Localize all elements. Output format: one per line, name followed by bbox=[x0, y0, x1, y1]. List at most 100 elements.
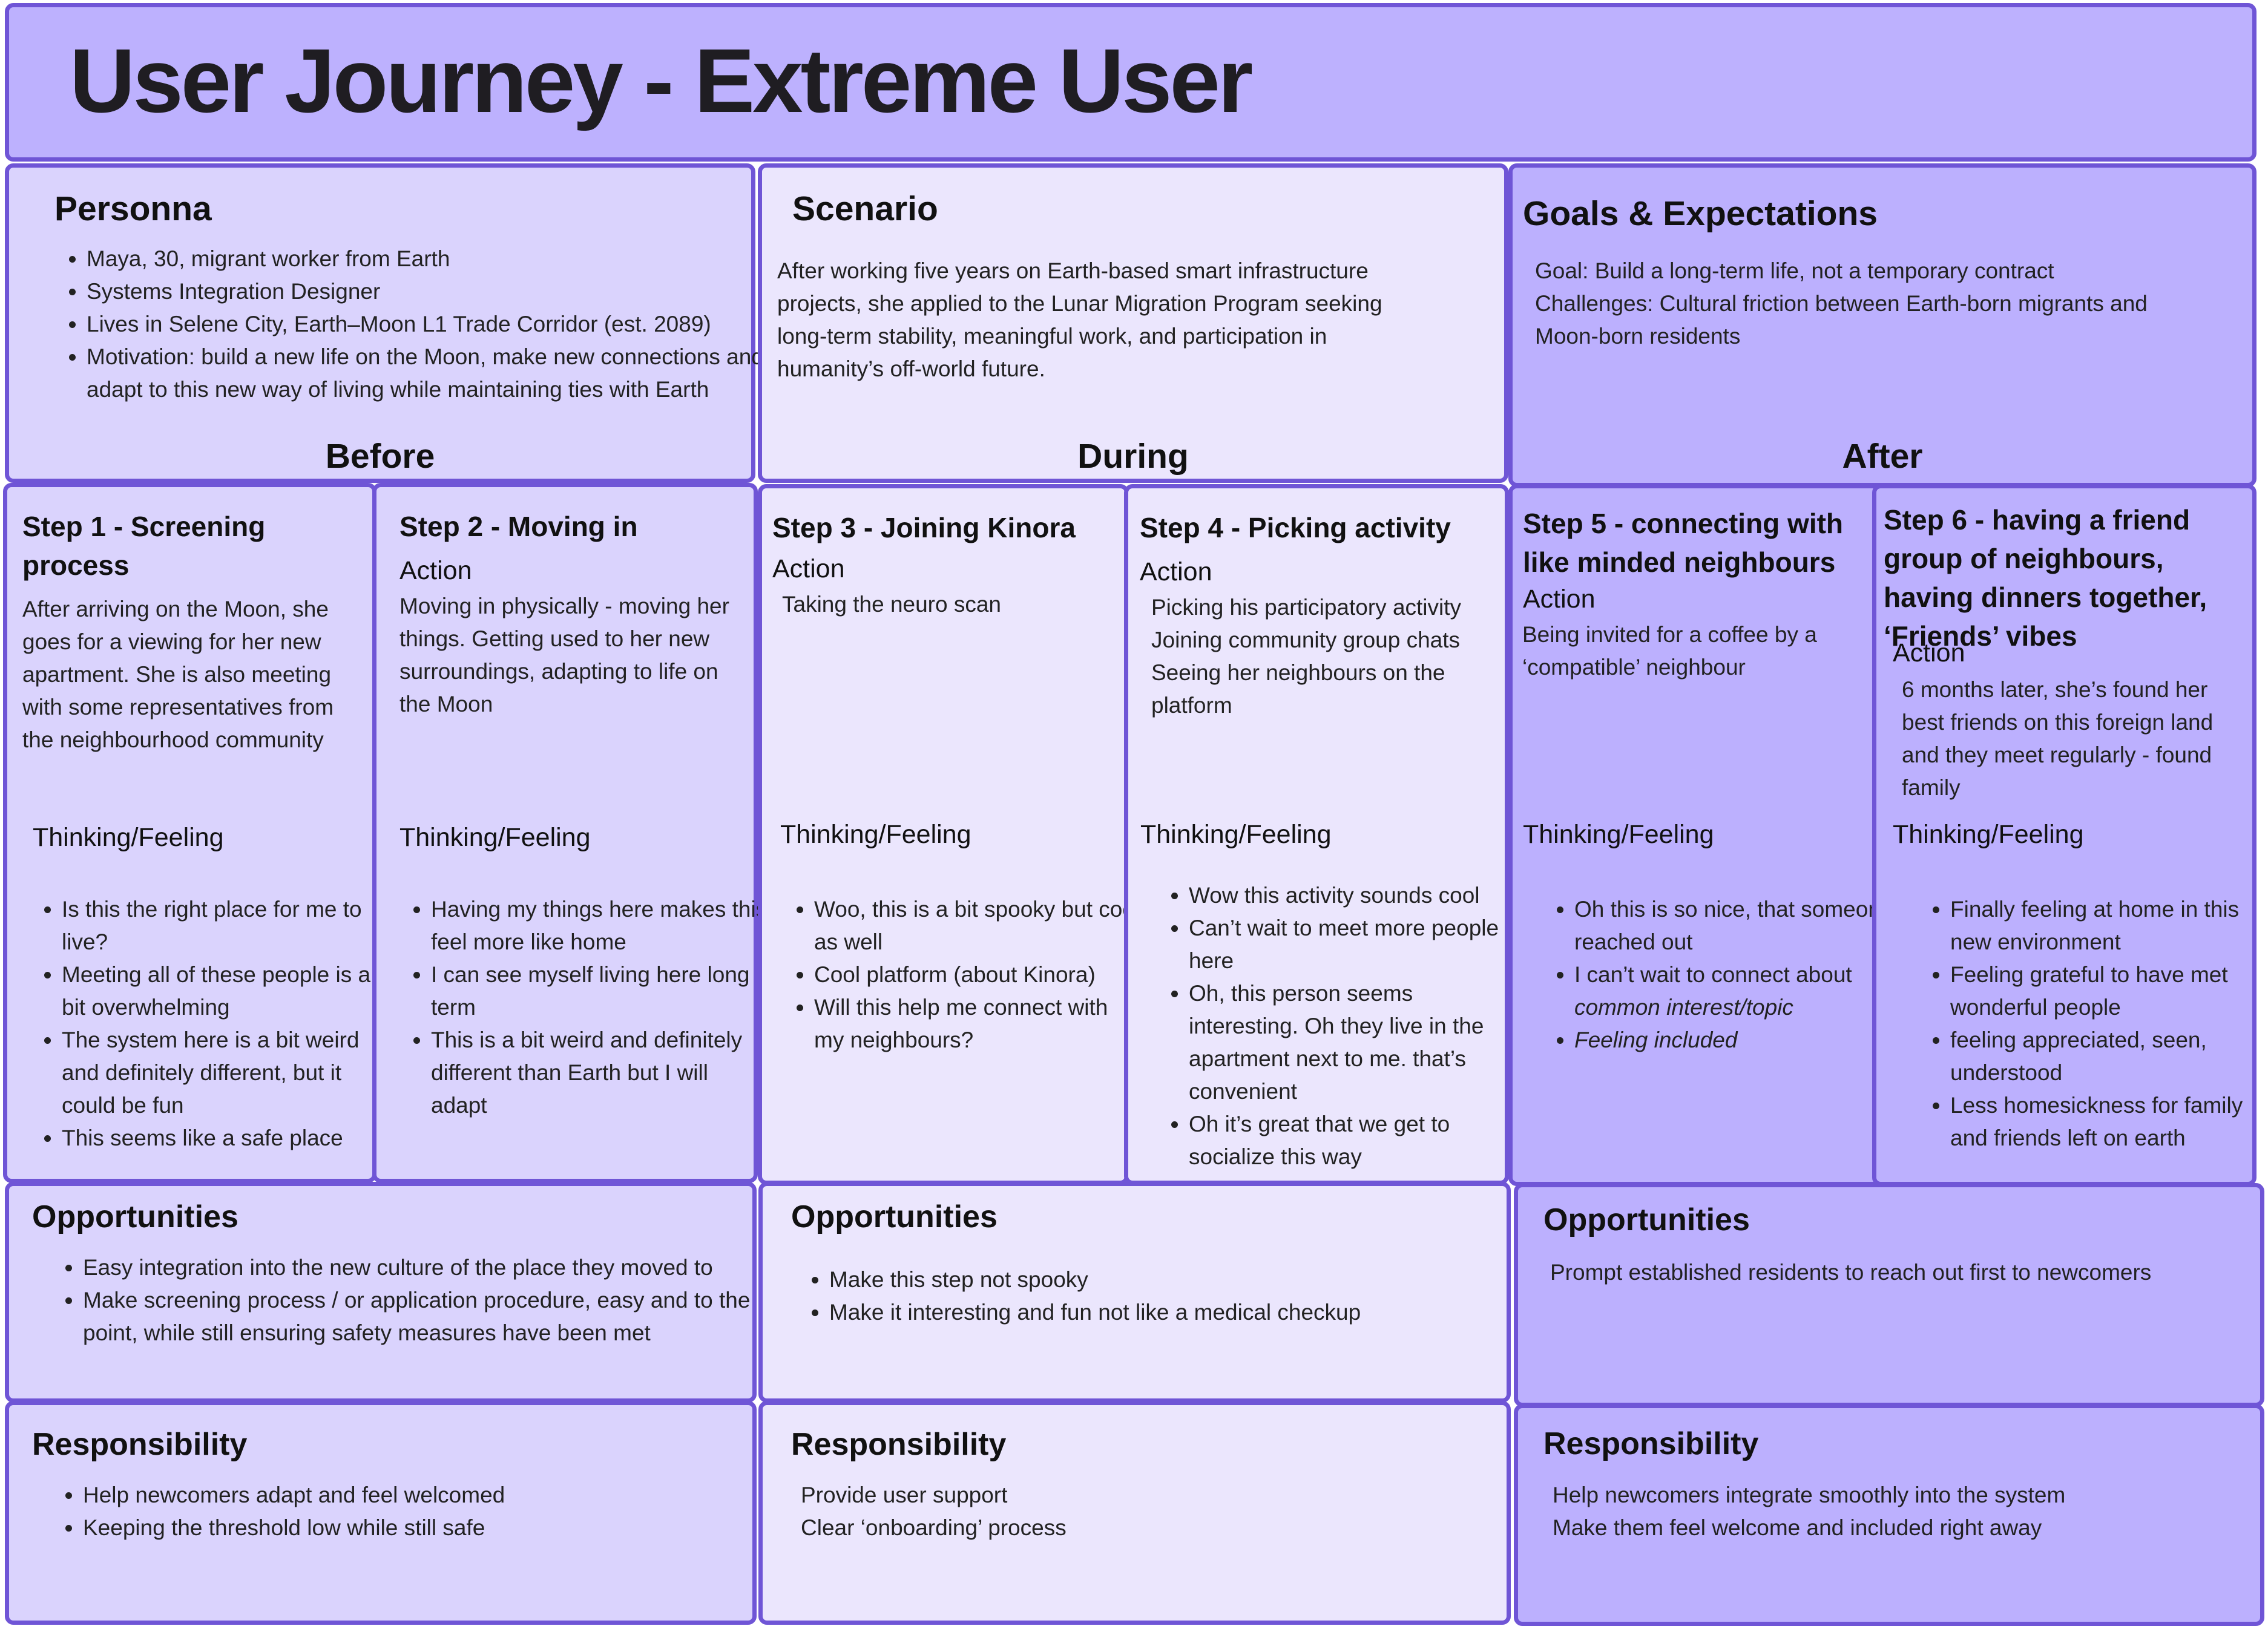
step-card-5: Step 5 - connecting with like minded nei… bbox=[1508, 484, 1893, 1186]
thinking-label: Thinking/Feeling bbox=[1523, 820, 1714, 849]
list-item: Can’t wait to meet more people here bbox=[1189, 912, 1522, 977]
thinking-list: Finally feeling at home in this new envi… bbox=[1919, 893, 2268, 1155]
goals-heading: Goals & Expectations bbox=[1523, 194, 1878, 233]
responsibility-heading: Responsibility bbox=[1543, 1426, 1759, 1461]
list-item: Systems Integration Designer bbox=[87, 275, 771, 308]
list-item: This seems like a safe place bbox=[62, 1122, 389, 1155]
list-item: Finally feeling at home in this new envi… bbox=[1950, 893, 2268, 959]
action-line: Picking his participatory activity bbox=[1151, 595, 1462, 620]
action-text: 6 months later, she’s found her best fri… bbox=[1902, 677, 2214, 800]
phase-label-after: After bbox=[1842, 437, 1923, 476]
responsibility-after-card: Responsibility Help newcomers integrate … bbox=[1514, 1404, 2264, 1626]
step-title: Step 1 - Screening process bbox=[22, 511, 266, 582]
scenario-text: After working five years on Earth-based … bbox=[777, 258, 1382, 381]
action-text: Being invited for a coffee by a ‘compati… bbox=[1522, 622, 1817, 680]
list-item: Oh this is so nice, that someone reached… bbox=[1574, 893, 1895, 959]
goals-card: Goals & Expectations Goal: Build a long-… bbox=[1508, 163, 2256, 487]
list-item: Make this step not spooky bbox=[829, 1264, 1507, 1296]
thinking-label: Thinking/Feeling bbox=[33, 823, 224, 852]
list-item: Feeling grateful to have met wonderful p… bbox=[1950, 959, 2268, 1024]
action-label: Action bbox=[1893, 638, 1965, 667]
opportunities-during-card: Opportunities Make this step not spooky … bbox=[758, 1182, 1511, 1403]
responsibility-before-card: Responsibility Help newcomers adapt and … bbox=[5, 1401, 757, 1625]
thinking-list: Woo, this is a bit spooky but cool as we… bbox=[783, 893, 1141, 1057]
action-label: Action bbox=[772, 554, 845, 583]
thinking-label: Thinking/Feeling bbox=[399, 823, 591, 852]
responsibility-line: Help newcomers integrate smoothly into t… bbox=[1553, 1483, 2066, 1507]
opportunities-after-card: Opportunities Prompt established residen… bbox=[1514, 1183, 2264, 1407]
opportunities-text: Prompt established residents to reach ou… bbox=[1550, 1260, 2152, 1285]
list-item: Maya, 30, migrant worker from Earth bbox=[87, 243, 771, 275]
list-item: Lives in Selene City, Earth–Moon L1 Trad… bbox=[87, 308, 771, 341]
responsibility-list: Help newcomers adapt and feel welcomed K… bbox=[51, 1479, 761, 1544]
opportunities-heading: Opportunities bbox=[32, 1199, 238, 1234]
scenario-card: Scenario After working five years on Ear… bbox=[758, 163, 1508, 483]
step-title: Step 6 - having a friend group of neighb… bbox=[1884, 504, 2207, 652]
action-text: Taking the neuro scan bbox=[782, 592, 1002, 617]
thinking-label: Thinking/Feeling bbox=[780, 820, 971, 849]
list-item: Meeting all of these people is a bit ove… bbox=[62, 959, 389, 1024]
list-item-text: I can’t wait to connect about bbox=[1574, 962, 1852, 987]
list-item: Motivation: build a new life on the Moon… bbox=[87, 341, 771, 406]
scenario-heading: Scenario bbox=[792, 189, 938, 228]
action-text: After arriving on the Moon, she goes for… bbox=[22, 597, 334, 752]
list-item: feeling appreciated, seen, understood bbox=[1950, 1024, 2268, 1089]
list-item: Less homesickness for family and friends… bbox=[1950, 1089, 2268, 1155]
responsibility-heading: Responsibility bbox=[32, 1427, 248, 1462]
list-item: Having my things here makes this feel mo… bbox=[431, 893, 770, 959]
list-item: Woo, this is a bit spooky but cool as we… bbox=[814, 893, 1141, 959]
step-title: Step 3 - Joining Kinora bbox=[772, 512, 1076, 543]
step-card-2: Step 2 - Moving in Action Moving in phys… bbox=[372, 483, 767, 1183]
list-item: Feeling included bbox=[1574, 1024, 1895, 1057]
list-item: Wow this activity sounds cool bbox=[1189, 879, 1522, 912]
step-card-4: Step 4 - Picking activity Action Picking… bbox=[1124, 484, 1509, 1185]
thinking-label: Thinking/Feeling bbox=[1140, 820, 1332, 849]
action-text: Moving in physically - moving her things… bbox=[399, 594, 729, 716]
goals-line: Challenges: Cultural friction between Ea… bbox=[1535, 291, 2148, 349]
step-card-3: Step 3 - Joining Kinora Action Taking th… bbox=[758, 484, 1140, 1185]
responsibility-during-card: Responsibility Provide user support Clea… bbox=[758, 1401, 1511, 1625]
opportunities-before-card: Opportunities Easy integration into the … bbox=[5, 1182, 757, 1403]
action-label: Action bbox=[1523, 585, 1596, 614]
opportunities-heading: Opportunities bbox=[1543, 1202, 1750, 1237]
persona-card: Personna Maya, 30, migrant worker from E… bbox=[5, 163, 764, 483]
step-title: Step 5 - connecting with like minded nei… bbox=[1523, 508, 1844, 579]
page-title: User Journey - Extreme User bbox=[70, 30, 1253, 131]
list-item: Will this help me connect with my neighb… bbox=[814, 991, 1141, 1057]
opportunities-heading: Opportunities bbox=[791, 1199, 998, 1234]
list-item: I can see myself living here long term bbox=[431, 959, 770, 1024]
persona-list: Maya, 30, migrant worker from Earth Syst… bbox=[55, 243, 771, 406]
action-line: Joining community group chats bbox=[1151, 628, 1461, 652]
list-item: Easy integration into the new culture of… bbox=[83, 1251, 761, 1284]
phase-label-before: Before bbox=[325, 437, 435, 476]
step-card-1: Step 1 - Screening process After arrivin… bbox=[3, 483, 376, 1183]
list-item: The system here is a bit weird and defin… bbox=[62, 1024, 389, 1122]
list-item: Is this the right place for me to live? bbox=[62, 893, 389, 959]
responsibility-line: Make them feel welcome and included righ… bbox=[1553, 1515, 2042, 1540]
phase-label-during: During bbox=[1077, 437, 1189, 476]
list-item: Oh, this person seems interesting. Oh th… bbox=[1189, 977, 1522, 1108]
goals-text: Goal: Build a long-term life, not a temp… bbox=[1535, 255, 2213, 353]
responsibility-text: Help newcomers integrate smoothly into t… bbox=[1553, 1479, 2218, 1544]
list-item: Cool platform (about Kinora) bbox=[814, 959, 1141, 991]
list-item: Make it interesting and fun not like a m… bbox=[829, 1296, 1507, 1329]
action-label: Action bbox=[399, 556, 472, 585]
thinking-label: Thinking/Feeling bbox=[1893, 820, 2084, 849]
step-title: Step 2 - Moving in bbox=[399, 511, 638, 542]
responsibility-text: Provide user support Clear ‘onboarding’ … bbox=[801, 1479, 1467, 1544]
opportunities-list: Make this step not spooky Make it intere… bbox=[798, 1264, 1507, 1329]
list-item: Keeping the threshold low while still sa… bbox=[83, 1512, 761, 1544]
thinking-list: Oh this is so nice, that someone reached… bbox=[1543, 893, 1895, 1057]
list-item: Make screening process / or application … bbox=[83, 1284, 761, 1349]
list-item: This is a bit weird and definitely diffe… bbox=[431, 1024, 770, 1122]
title-banner bbox=[5, 3, 2256, 162]
list-item: I can’t wait to connect about common int… bbox=[1574, 959, 1895, 1024]
step-card-6: Step 6 - having a friend group of neighb… bbox=[1872, 484, 2256, 1186]
action-line: Seeing her neighbours on the platform bbox=[1151, 660, 1445, 718]
step-title: Step 4 - Picking activity bbox=[1140, 512, 1451, 543]
responsibility-heading: Responsibility bbox=[791, 1427, 1007, 1462]
responsibility-line: Provide user support bbox=[801, 1483, 1008, 1507]
list-item-emphasis: common interest/topic bbox=[1574, 995, 1793, 1020]
action-label: Action bbox=[1140, 557, 1212, 586]
thinking-list: Wow this activity sounds cool Can’t wait… bbox=[1157, 879, 1522, 1173]
